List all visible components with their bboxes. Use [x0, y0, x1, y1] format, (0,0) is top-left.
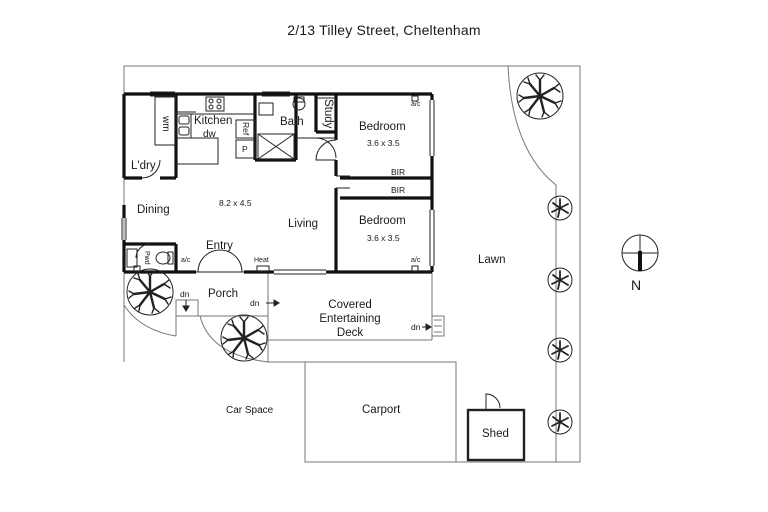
fridge-label: Ref — [241, 122, 251, 136]
ac-label: a/c — [181, 257, 191, 264]
shed-label: Shed — [482, 428, 509, 440]
tree-icon — [515, 71, 565, 121]
carport-label: Carport — [362, 404, 401, 416]
porch-label: Porch — [208, 288, 239, 300]
kitchen-label: Kitchen — [194, 115, 233, 127]
tree-icon — [219, 313, 269, 363]
tree-icon — [125, 267, 175, 317]
deck-label: Covered Entertaining Deck — [319, 299, 381, 339]
bedroom-2-size: 3.6 x 3.5 — [367, 233, 400, 243]
bedroom-1-label: Bedroom — [359, 121, 406, 133]
car-space-label: Car Space — [226, 405, 274, 416]
heater-label: Heat — [254, 257, 269, 264]
ac-label: a/c — [411, 257, 421, 264]
house-walls — [122, 92, 434, 274]
bedroom-1-size: 3.6 x 3.5 — [367, 138, 400, 148]
bir-2-label: BIR — [391, 185, 406, 195]
laundry-label: L'dry — [131, 160, 156, 172]
dining-label: Dining — [137, 204, 170, 216]
living-size: 8.2 x 4.5 — [219, 198, 252, 208]
ac-label: a/c — [411, 101, 421, 108]
north-label: N — [631, 277, 642, 293]
site-boundary — [123, 65, 581, 463]
study-label: Study — [322, 99, 334, 129]
dishwasher-label: dw — [203, 129, 216, 140]
step-down-label: dn — [411, 322, 421, 332]
shrub-icon — [547, 337, 573, 363]
washing-machine-label: wm — [160, 116, 171, 132]
entry-label: Entry — [206, 240, 233, 252]
step-arrows — [182, 299, 432, 331]
shrub-icon — [547, 195, 573, 221]
bedroom-2-label: Bedroom — [359, 215, 406, 227]
bir-1-label: BIR — [391, 167, 406, 177]
bath-label: Bath — [280, 116, 304, 128]
outdoor-areas — [123, 272, 445, 363]
step-down-label: dn — [180, 289, 190, 299]
living-label: Living — [288, 218, 319, 230]
shrub-icon — [547, 409, 573, 435]
step-down-label: dn — [250, 298, 260, 308]
powder-room-label: Pwd — [143, 251, 150, 265]
pantry-label: P — [242, 144, 248, 154]
fixtures — [121, 91, 526, 462]
north-compass-icon — [621, 234, 659, 272]
lawn-label: Lawn — [478, 254, 506, 266]
page-title: 2/13 Tilley Street, Cheltenham — [287, 22, 481, 38]
shrub-icon — [547, 267, 573, 293]
